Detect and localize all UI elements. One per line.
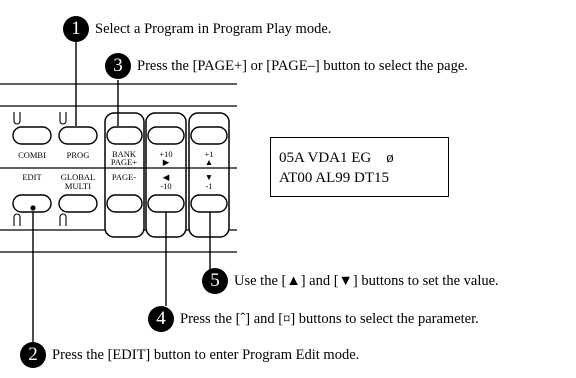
step-1-text: Select a Program in Program Play mode. <box>95 20 332 37</box>
page-plus-label: PAGE+ <box>110 157 138 167</box>
minus10-button[interactable] <box>147 194 185 213</box>
page-minus-button[interactable] <box>106 194 143 213</box>
lcd-display: 05A VDA1 EG ø AT00 AL99 DT15 <box>270 137 449 197</box>
combi-label: COMBI <box>18 150 46 160</box>
global-button[interactable] <box>58 194 98 213</box>
step-4: 4 Press the [ˆ] and [¤] buttons to selec… <box>148 306 479 332</box>
prog-button[interactable] <box>58 126 98 145</box>
up-arrow-icon: ▲ <box>204 157 214 167</box>
step-2-number: 2 <box>20 342 46 368</box>
step-3-text: Press the [PAGE+] or [PAGE–] button to s… <box>137 57 468 74</box>
minus1-label: -1 <box>205 181 213 191</box>
page-minus-label: PAGE- <box>111 172 137 182</box>
lcd-line-1: 05A VDA1 EG ø <box>279 150 394 166</box>
step-5: 5 Use the [▲] and [▼] buttons to set the… <box>202 268 499 294</box>
step-4-text: Press the [ˆ] and [¤] buttons to select … <box>180 310 479 327</box>
step-5-text: Use the [▲] and [▼] buttons to set the v… <box>234 272 499 289</box>
edit-label: EDIT <box>22 172 42 182</box>
bank-label: BANK <box>111 149 137 159</box>
step-2: 2 Press the [EDIT] button to enter Progr… <box>20 342 359 368</box>
edit-button[interactable] <box>12 194 52 213</box>
plus1-button[interactable] <box>190 126 228 145</box>
multi-label: MULTI <box>64 181 92 191</box>
step-2-text: Press the [EDIT] button to enter Program… <box>52 346 360 363</box>
step-3: 3 Press the [PAGE+] or [PAGE–] button to… <box>105 53 468 79</box>
minus1-button[interactable] <box>190 194 228 213</box>
prog-label: PROG <box>66 150 90 160</box>
step-1-number: 1 <box>63 16 89 42</box>
minus10-label: -10 <box>160 181 172 191</box>
plus10-label: +10 <box>159 149 173 159</box>
plus1-label: +1 <box>204 149 214 159</box>
global-label: GLOBAL <box>60 172 96 182</box>
page-plus-button[interactable] <box>106 126 143 145</box>
combi-button[interactable] <box>12 126 52 145</box>
step-1: 1 Select a Program in Program Play mode. <box>63 16 331 42</box>
lcd-line-2: AT00 AL99 DT15 <box>279 170 389 186</box>
down-arrow-icon: ▼ <box>204 172 214 182</box>
step-5-number: 5 <box>202 268 228 294</box>
left-arrow-icon: ◀ <box>162 172 170 182</box>
step-4-number: 4 <box>148 306 174 332</box>
plus10-button[interactable] <box>147 126 185 145</box>
step-3-number: 3 <box>105 53 131 79</box>
right-arrow-icon: ▶ <box>162 157 170 167</box>
